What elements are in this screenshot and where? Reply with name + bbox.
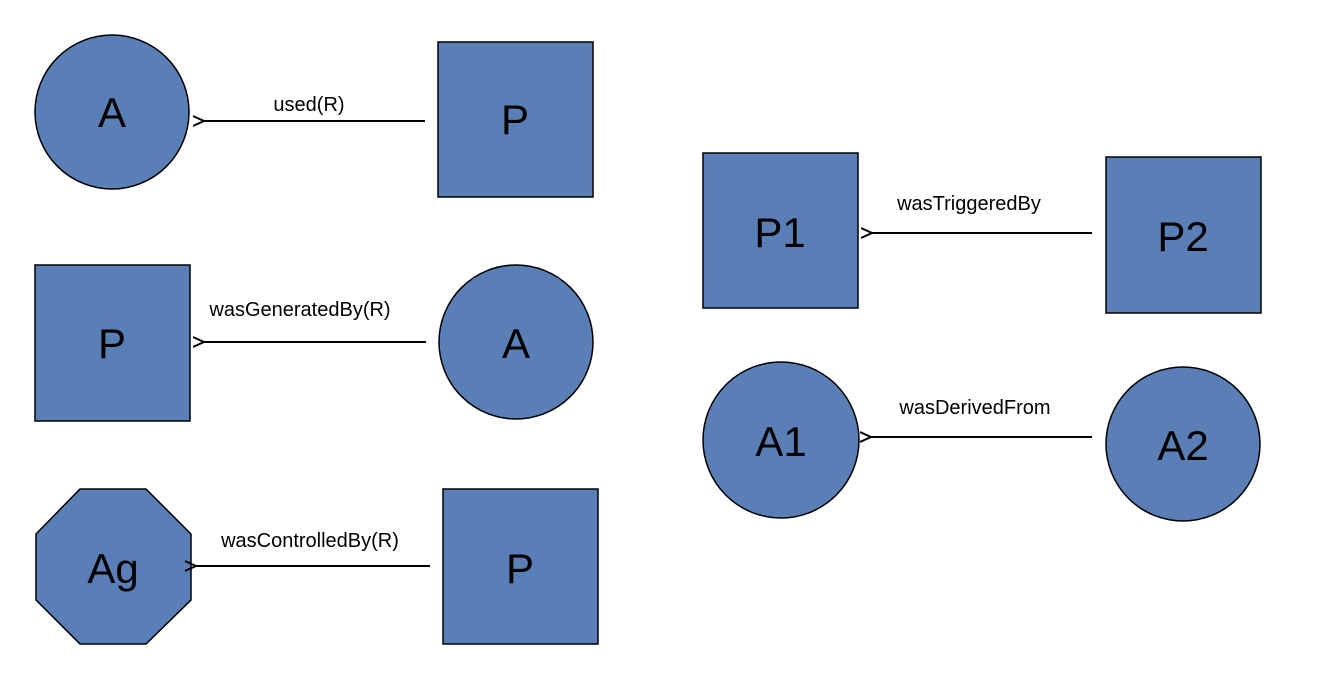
relation-was-controlled-by: Ag P wasControlledBy(R)	[35, 488, 599, 645]
process-node-p-label: P	[501, 96, 529, 143]
process-node-p2-label: P2	[1157, 213, 1208, 260]
artifact-node-a	[438, 264, 594, 420]
process-node-p-label: P	[98, 320, 126, 367]
used-edge-label: used(R)	[273, 94, 344, 116]
artifact-node-a-label: A	[502, 320, 530, 367]
artifact-node-a1-label: A1	[755, 418, 806, 465]
was-controlled-by-edge-label: wasControlledBy(R)	[220, 530, 399, 552]
relation-used: A P used(R)	[34, 34, 594, 198]
process-node-p	[442, 488, 599, 645]
process-node-p-label: P	[506, 545, 534, 592]
agent-node-ag	[35, 488, 192, 645]
artifact-node-a2-label: A2	[1157, 422, 1208, 469]
process-node-p1	[702, 152, 859, 309]
process-node-p	[437, 41, 594, 198]
artifact-node-a	[34, 34, 190, 190]
process-node-p1-label: P1	[754, 209, 805, 256]
artifact-node-a1	[702, 361, 860, 519]
artifact-node-a2	[1105, 366, 1261, 522]
artifact-node-a-label: A	[98, 89, 126, 136]
was-triggered-by-edge-label: wasTriggeredBy	[896, 193, 1041, 215]
relation-was-triggered-by: P1 P2 wasTriggeredBy	[702, 152, 1262, 314]
agent-node-ag-label: Ag	[87, 545, 138, 592]
was-derived-from-edge-label: wasDerivedFrom	[898, 397, 1050, 419]
was-generated-by-edge-label: wasGeneratedBy(R)	[208, 299, 390, 321]
process-node-p2	[1105, 156, 1262, 314]
relation-was-derived-from: A1 A2 wasDerivedFrom	[702, 361, 1261, 522]
process-node-p	[34, 264, 191, 422]
relation-was-generated-by: P A wasGeneratedBy(R)	[34, 264, 594, 422]
